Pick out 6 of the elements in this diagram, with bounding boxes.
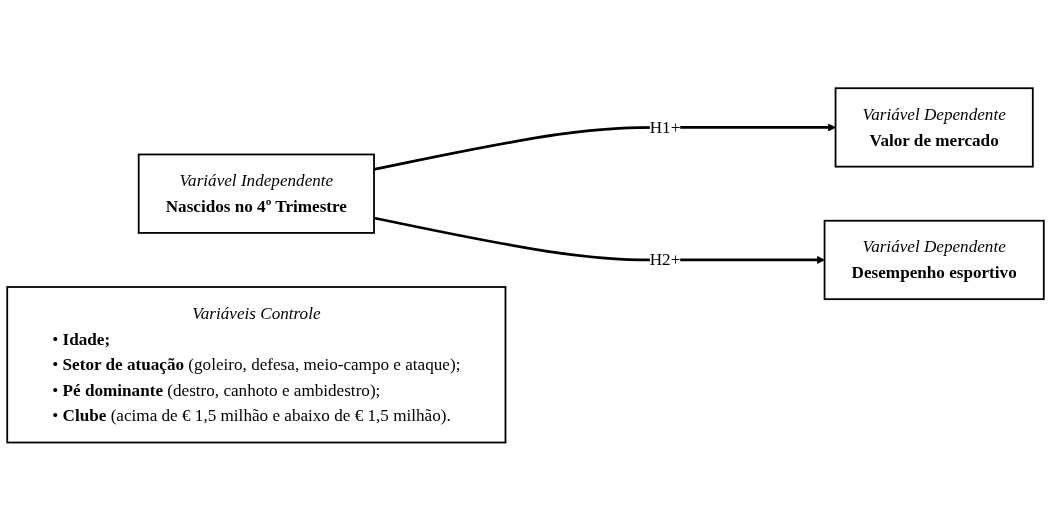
- node-box: Variáveis Controle • Idade; • Setor de atuação (goleiro, defesa, meio-campo e ataque); • Pé dominante (destro, canhoto e ambidestro); • Clube (acima de € 1,5 milhão e abaixo de € 1,5 milhão).: [6, 286, 507, 444]
- node-box: Variável Independente Nascidos no 4º Trimestre: [137, 153, 375, 234]
- edge-label: H1+: [649, 117, 681, 137]
- edge-label: H2+: [649, 249, 681, 269]
- node-box: Variável Dependente Valor de mercado: [834, 87, 1034, 168]
- node-box: Variável Dependente Desempenho esportivo: [823, 219, 1045, 301]
